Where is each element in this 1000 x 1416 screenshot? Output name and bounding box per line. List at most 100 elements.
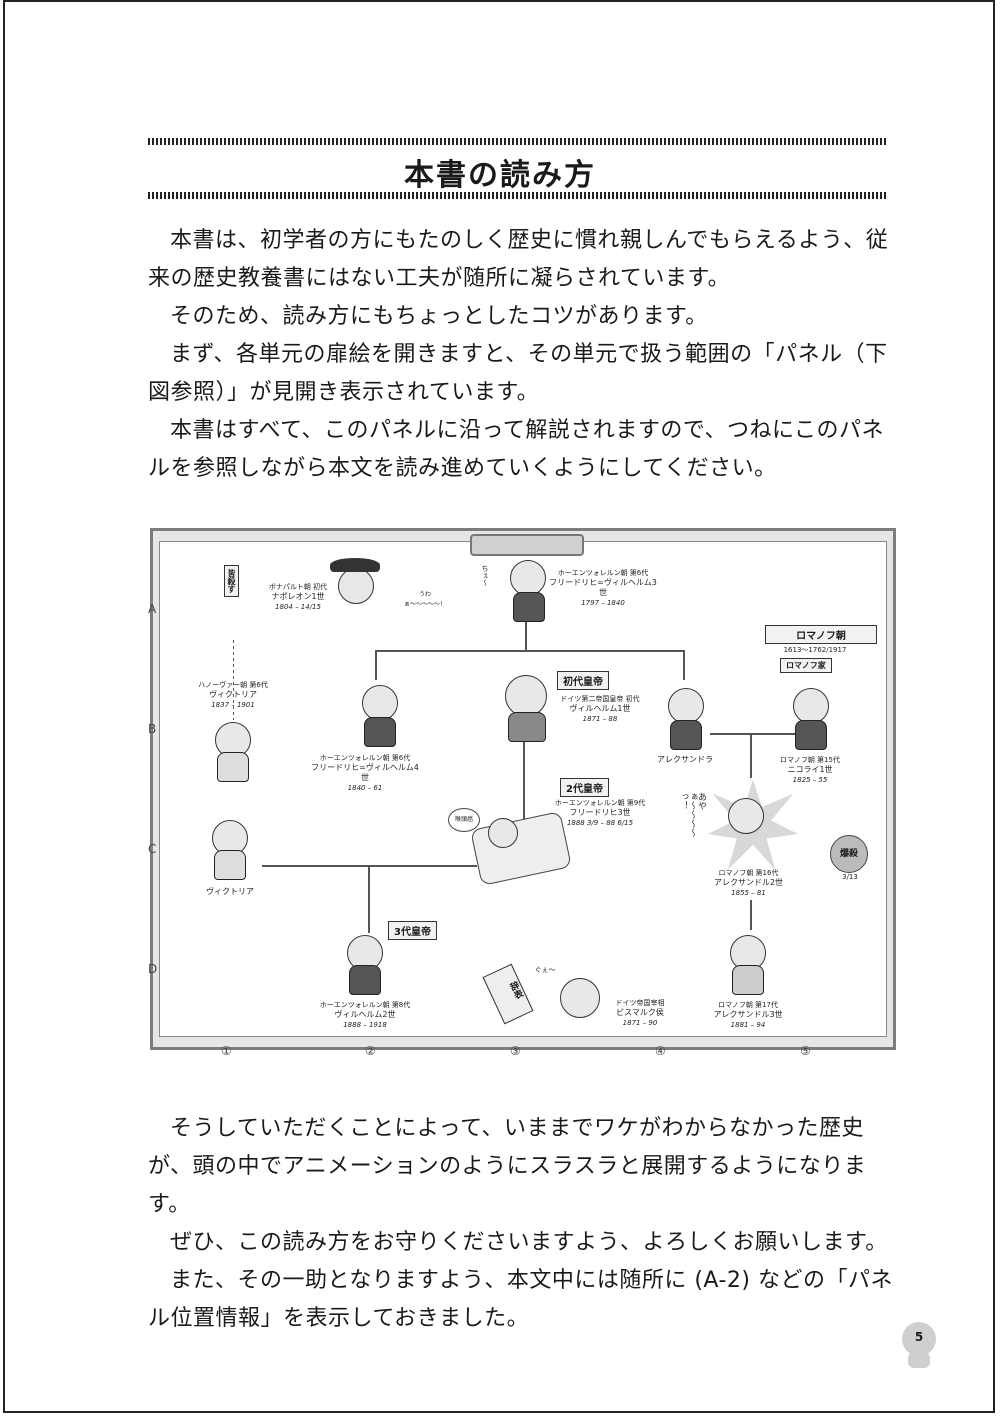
speech-alexander2: あやぁ〜〜〜〜っ！: [678, 792, 706, 837]
page-number-mascot: 5: [898, 1322, 942, 1368]
bombing-date: 3/13: [842, 873, 858, 881]
outro-paragraph: ぜひ、この読み方をお守りくださいますよう、よろしくお願いします。: [170, 1230, 888, 1255]
person-house: ホーエンツォレルン朝 第6代: [319, 754, 411, 762]
person-name: フリードリヒ3世: [569, 808, 631, 817]
person-name: ナポレオン1世: [271, 592, 325, 601]
mascot-body: [908, 1352, 930, 1368]
bismarck-avatar: [560, 978, 600, 1018]
outro-text: そうしていただくことによって、いままでワケがわからなかった歴史が、頭の中でアニメ…: [148, 1110, 893, 1338]
intro-paragraph: 本書は、初学者の方にもたのしく歴史に慣れ親しんでもらえるよう、従来の歴史教養書に…: [148, 228, 889, 291]
napoleon-avatar: [338, 568, 374, 604]
wilhelm2-body: [349, 965, 381, 995]
person-years: 1881 – 94: [730, 1021, 766, 1029]
board-clip: [470, 534, 584, 556]
romanov-tag: ロマノフ朝: [765, 625, 877, 644]
person-years: 1837 – 1901: [211, 701, 255, 709]
fw3-body: [513, 592, 545, 622]
romanov-years: 1613～1762/1917: [783, 646, 847, 654]
mascot-icon: [902, 1322, 936, 1356]
person-nicholas1: ロマノフ朝 第15代 ニコライ1世 1825 – 55: [770, 755, 850, 785]
alexander2-avatar: [728, 798, 764, 834]
person-house: ドイツ第二帝国皇帝 初代: [560, 695, 640, 703]
speech-napoleon: うわぁ〜〜〜〜〜！: [403, 591, 446, 608]
connector-line: [525, 620, 527, 652]
bicorne-hat-icon: [330, 558, 380, 572]
person-name: ヴィルヘルム2世: [334, 1010, 396, 1019]
person-years: 1825 – 55: [792, 776, 828, 784]
person-years: 1797 – 1840: [581, 599, 625, 607]
connector-line: [523, 740, 525, 820]
row-label: C: [148, 842, 157, 856]
victoria-body: [217, 752, 249, 782]
nicholas1-avatar: [793, 688, 829, 724]
alexander3-body: [732, 965, 764, 995]
person-years: 1871 – 90: [622, 1019, 658, 1027]
fw4-body: [364, 717, 396, 747]
connector-line: [683, 650, 685, 680]
title-rule-top: [148, 138, 888, 145]
col-label: ③: [510, 1044, 521, 1058]
person-house: ホーエンツォレルン朝 第8代: [319, 1001, 411, 1009]
intro-paragraph: 本書はすべて、このパネルに沿って解説されますので、つねにこのパネルを参照しながら…: [148, 418, 885, 481]
person-alexander2: ロマノフ朝 第16代 アレクサンドル2世 1855 – 81: [706, 868, 791, 898]
person-name: アレクサンドル3世: [713, 1010, 783, 1019]
person-friedrich3: ホーエンツォレルン朝 第9代 フリードリヒ3世 1888 3/9 – 88 6/…: [545, 798, 655, 828]
person-bismarck: ドイツ帝国宰相 ビスマルク侯 1871 – 90: [610, 998, 670, 1028]
person-name: ヴィルヘルム1世: [569, 704, 631, 713]
row-label: D: [148, 962, 158, 976]
fw3-avatar: [510, 560, 546, 596]
row-label: A: [148, 602, 157, 616]
speech-fw3: ちぇ〜: [481, 565, 489, 586]
title-rule-bottom: [148, 192, 888, 199]
person-napoleon: ボナパルト朝 初代 ナポレオン1世 1804 – 14/15: [258, 582, 338, 612]
bombing-badge: 爆殺: [830, 835, 868, 873]
person-name: ニコライ1世: [787, 765, 833, 774]
person-name: アレクサンドル2世: [713, 878, 784, 887]
col-label: ④: [655, 1044, 666, 1058]
intro-paragraph: まず、各単元の扉絵を開きますと、その単元で扱う範囲の「パネル（下図参照）」が見開…: [148, 342, 888, 405]
wilhelm1-body: [508, 712, 546, 742]
connector-line: [750, 900, 752, 930]
connector-line: [375, 650, 377, 680]
person-house: ホーエンツォレルン朝 第9代: [554, 799, 646, 807]
connector-line: [750, 733, 752, 778]
person-years: 1840 – 61: [347, 784, 383, 792]
second-emperor-tag: 2代皇帝: [560, 778, 609, 797]
person-victoria: ハノーヴァー朝 第6代 ヴィクトリア 1837 – 1901: [188, 680, 278, 710]
person-years: 1888 3/9 – 88 6/15: [566, 819, 634, 827]
person-name: ビスマルク侯: [616, 1008, 664, 1017]
person-name: ヴィクトリア: [206, 887, 254, 896]
person-years: 1855 – 81: [731, 889, 766, 897]
speech-bismarck: ぐぇ〜: [534, 966, 556, 974]
person-alexandra: アレクサンドラ: [650, 755, 720, 765]
alexandra-avatar: [668, 688, 704, 724]
intro-text: 本書は、初学者の方にもたのしく歴史に慣れ親しんでもらえるよう、従来の歴史教養書に…: [148, 222, 893, 488]
person-house: ボナパルト朝 初代: [268, 583, 328, 591]
person-house: ロマノフ朝 第17代: [718, 1001, 778, 1009]
person-alexander3: ロマノフ朝 第17代 アレクサンドル3世 1881 – 94: [708, 1000, 788, 1030]
dashed-connector: [233, 640, 234, 720]
person-house: ロマノフ朝 第15代: [780, 756, 840, 764]
person-fw4: ホーエンツォレルン朝 第6代 フリードリヒ=ヴィルヘルム4世 1840 – 61: [310, 753, 420, 793]
alexandra-body: [670, 720, 702, 750]
third-emperor-tag: 3代皇帝: [388, 921, 437, 940]
outro-paragraph: そうしていただくことによって、いままでワケがわからなかった歴史が、頭の中でアニメ…: [148, 1116, 867, 1217]
connector-line: [368, 865, 370, 933]
person-house: ハノーヴァー朝 第6代: [198, 681, 268, 689]
person-name: アレクサンドラ: [657, 755, 713, 764]
person-years: 1804 – 14/15: [275, 603, 321, 611]
person-wilhelm1: ドイツ第二帝国皇帝 初代 ヴィルヘルム1世 1871 – 88: [550, 694, 650, 724]
connector-line: [710, 733, 795, 735]
fw4-avatar: [362, 685, 398, 721]
person-name: フリードリヒ=ヴィルヘルム3世: [549, 578, 657, 597]
person-victoria-young: ヴィクトリア: [195, 887, 265, 897]
person-name: フリードリヒ=ヴィルヘルム4世: [311, 763, 419, 782]
col-label: ⑤: [800, 1044, 811, 1058]
person-fw3: ホーエンツォレルン朝 第6代 フリードリヒ=ヴィルヘルム3世 1797 – 18…: [548, 568, 658, 608]
speech-sick: 喉頭癌: [448, 808, 480, 832]
col-label: ①: [221, 1044, 232, 1058]
person-house: ドイツ帝国宰相: [615, 999, 665, 1007]
person-years: 1871 – 88: [582, 715, 618, 723]
col-label: ②: [365, 1044, 376, 1058]
intro-paragraph: そのため、読み方にもちょっとしたコツがあります。: [170, 304, 708, 329]
